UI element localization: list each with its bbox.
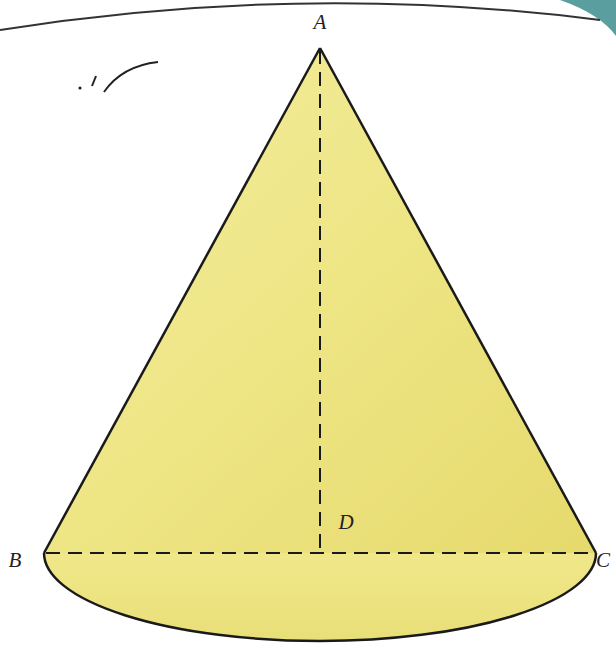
point-label: D (338, 512, 353, 533)
cone-body (44, 48, 596, 553)
sketch-mark (104, 62, 158, 92)
point-label: A (314, 12, 327, 33)
point-label: C (596, 550, 610, 571)
cone-base (44, 553, 596, 641)
cone-side (320, 48, 596, 553)
cone-side (44, 48, 320, 553)
sketch-mark (78, 86, 81, 89)
base-arc (44, 553, 596, 641)
height-line (319, 50, 321, 553)
point-label: B (9, 550, 22, 571)
sketch-mark (92, 76, 96, 86)
frame-arc (0, 3, 600, 30)
